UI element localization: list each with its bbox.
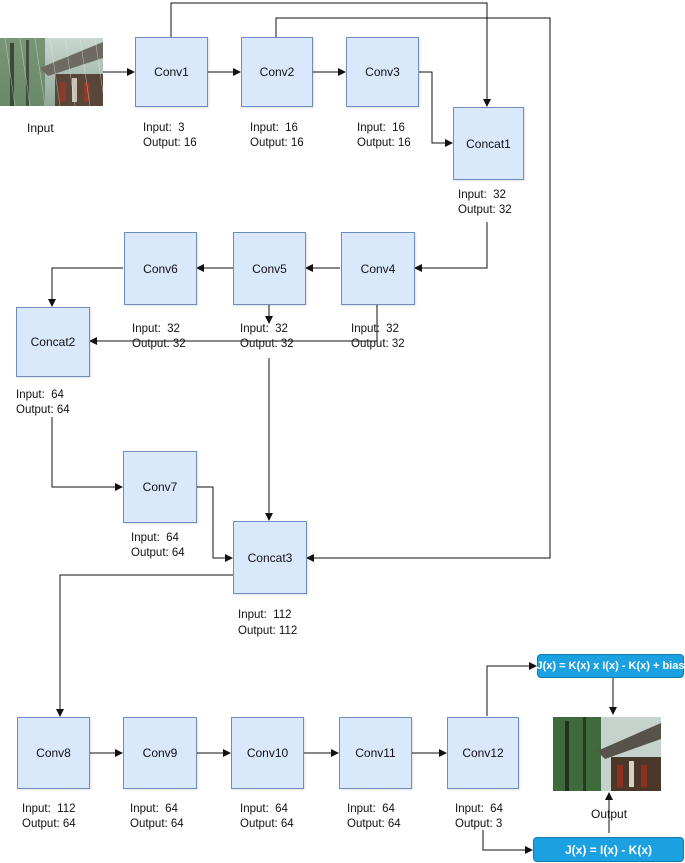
conv10-input-spec: Input: 64 [240, 803, 288, 815]
conv4-output-spec: Output: 32 [351, 338, 405, 350]
conv9-input-spec: Input: 64 [130, 803, 178, 815]
concat3-output-spec: Output: 112 [238, 625, 298, 637]
edge-skip-conv1-concat1 [170, 2, 491, 107]
concat1-input-spec: Input: 32 [458, 189, 506, 201]
edge-concat1-conv4 [414, 222, 488, 272]
conv2-node: Conv2 [241, 37, 313, 107]
conv12-output-spec: Output: 3 [455, 818, 503, 830]
edge-conv3-concat1 [418, 71, 453, 147]
edge-conv7-concat3 [197, 486, 233, 562]
input-image-drawing [0, 38, 103, 106]
conv1-node: Conv1 [135, 37, 208, 107]
edge-conv4-concat2 [89, 305, 378, 345]
conv12-input-spec: Input: 64 [455, 803, 503, 815]
edge-conv12-formula-bottom [482, 830, 533, 854]
conv11-output-spec: Output: 64 [347, 818, 401, 830]
conv2-input-spec: Input: 16 [250, 122, 298, 134]
edge-concat2-conv7 [51, 417, 123, 491]
conv7-input-spec: Input: 64 [131, 532, 179, 544]
conv7-node: Conv7 [123, 451, 197, 523]
conv7-output-spec: Output: 64 [131, 547, 185, 559]
conv5-input-spec: Input: 32 [240, 323, 288, 335]
conv3-input-spec: Input: 16 [357, 122, 405, 134]
formula-top-box: J(x) = K(x) x I(x) - K(x) + bias [537, 654, 684, 678]
conv3-node: Conv3 [346, 37, 419, 107]
conv9-node: Conv9 [123, 717, 197, 789]
conv10-output-spec: Output: 64 [240, 818, 294, 830]
conv12-node: Conv12 [447, 717, 519, 789]
conv4-input-spec: Input: 32 [351, 323, 399, 335]
conv8-output-spec: Output: 64 [22, 818, 76, 830]
concat2-node: Concat2 [16, 307, 90, 377]
conv1-input-spec: Input: 3 [143, 122, 185, 134]
conv8-node: Conv8 [17, 717, 90, 789]
conv8-input-spec: Input: 112 [22, 803, 76, 815]
conv10-node: Conv10 [231, 717, 304, 789]
output-image-drawing [553, 717, 661, 791]
concat2-output-spec: Output: 64 [16, 404, 70, 416]
input-label: Input [27, 121, 54, 135]
conv11-input-spec: Input: 64 [347, 803, 395, 815]
conv1-output-spec: Output: 16 [143, 137, 197, 149]
conv6-input-spec: Input: 32 [132, 323, 180, 335]
output-label: Output [591, 807, 628, 821]
concat3-input-spec: Input: 112 [238, 609, 292, 621]
output-image [553, 717, 661, 791]
formula-bottom-box: J(x) = I(x) - K(x) [533, 837, 684, 862]
concat2-input-spec: Input: 64 [16, 389, 64, 401]
conv4-node: Conv4 [341, 232, 415, 305]
edge-skip-conv2-concat3 [275, 17, 551, 562]
conv3-output-spec: Output: 16 [357, 137, 411, 149]
concat3-node: Concat3 [233, 521, 307, 594]
edge-conv12-formula-top [486, 662, 537, 716]
conv5-node: Conv5 [233, 232, 306, 305]
concat1-output-spec: Output: 32 [458, 204, 512, 216]
concat1-node: Concat1 [453, 107, 524, 180]
input-image [0, 38, 103, 106]
conv6-node: Conv6 [124, 232, 197, 305]
edge-conv6-concat2 [48, 267, 123, 307]
conv11-node: Conv11 [339, 717, 412, 789]
conv6-output-spec: Output: 32 [132, 338, 186, 350]
conv2-output-spec: Output: 16 [250, 137, 304, 149]
conv9-output-spec: Output: 64 [130, 818, 184, 830]
edge-concat3-conv8 [56, 574, 233, 717]
conv5-output-spec: Output: 32 [240, 338, 294, 350]
